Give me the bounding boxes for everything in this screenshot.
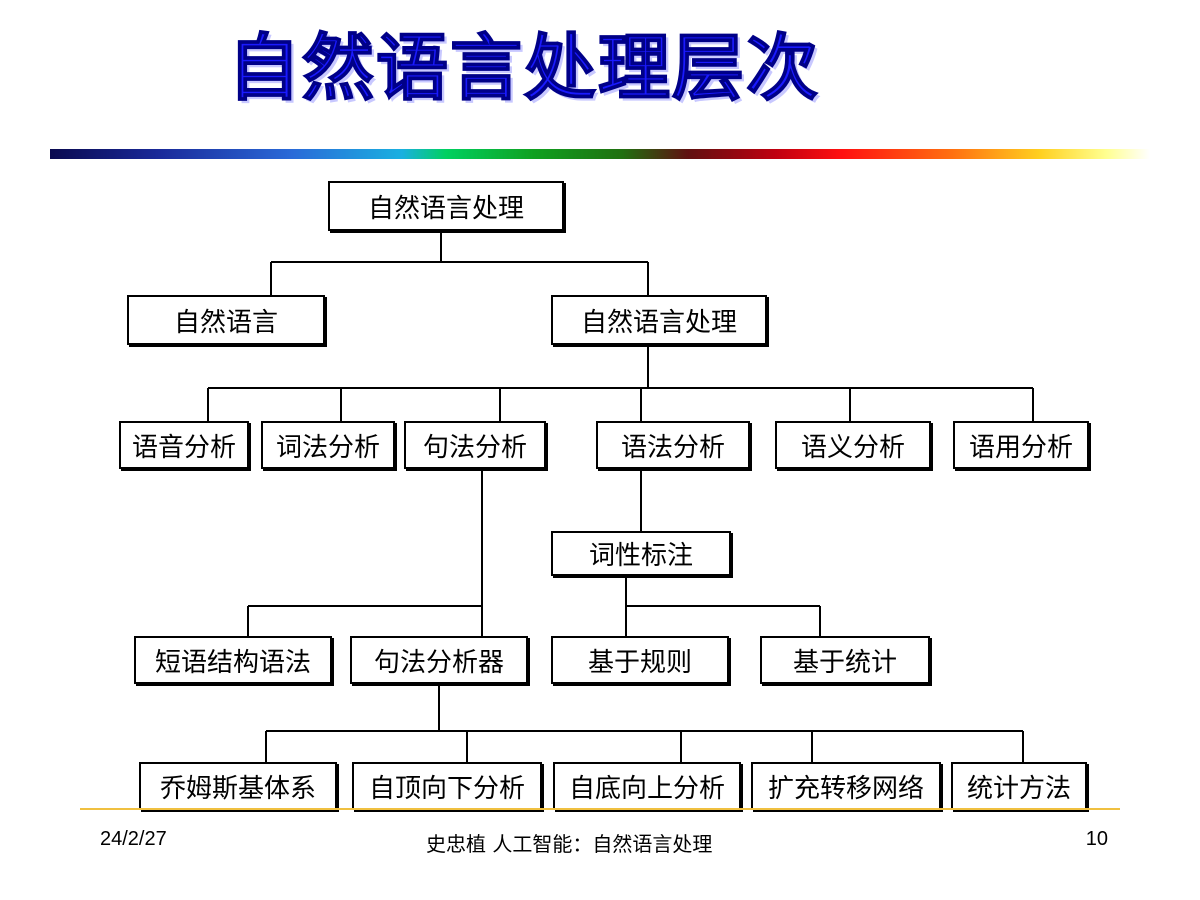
node-grammar-analysis: 语法分析 — [596, 421, 750, 469]
node-chomsky-system: 乔姆斯基体系 — [139, 762, 337, 810]
node-root: 自然语言处理 — [328, 181, 564, 231]
node-natural-language: 自然语言 — [127, 295, 325, 345]
footer-course-title: 史忠植 人工智能：自然语言处理 — [426, 832, 713, 856]
node-pos-tagging: 词性标注 — [551, 531, 731, 576]
node-semantic-analysis: 语义分析 — [775, 421, 931, 469]
node-rule-based: 基于规则 — [551, 636, 729, 684]
footer-divider — [80, 808, 1120, 810]
node-parser: 句法分析器 — [350, 636, 528, 684]
node-lexical-analysis: 词法分析 — [261, 421, 395, 469]
node-nlp: 自然语言处理 — [551, 295, 767, 345]
slide-title: 自然语言处理层次 — [227, 26, 821, 110]
rainbow-divider — [50, 149, 1150, 159]
node-bottom-up-parsing: 自底向上分析 — [553, 762, 741, 810]
node-statistics-based: 基于统计 — [760, 636, 930, 684]
node-phrase-structure-grammar: 短语结构语法 — [134, 636, 332, 684]
node-augmented-transition-network: 扩充转移网络 — [751, 762, 941, 810]
footer-page-number: 10 — [1085, 828, 1108, 850]
node-statistical-method: 统计方法 — [951, 762, 1087, 810]
node-phonetic-analysis: 语音分析 — [119, 421, 249, 469]
node-top-down-parsing: 自顶向下分析 — [352, 762, 542, 810]
node-pragmatic-analysis: 语用分析 — [953, 421, 1089, 469]
footer-date: 24/2/27 — [100, 828, 167, 850]
node-sentence-analysis: 句法分析 — [404, 421, 546, 469]
